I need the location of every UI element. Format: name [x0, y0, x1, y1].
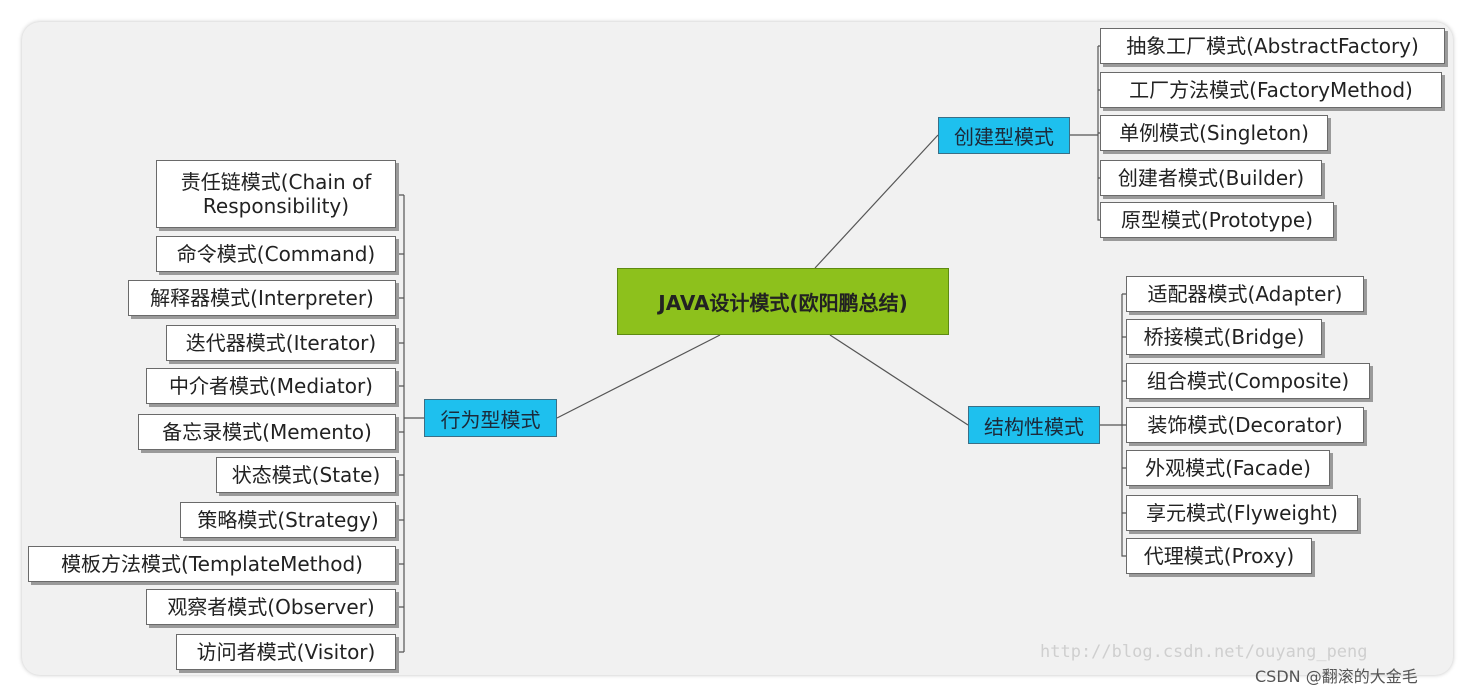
pattern-builder: 创建者模式(Builder) [1100, 160, 1322, 196]
pattern-composite: 组合模式(Composite) [1126, 363, 1370, 399]
pattern-mediator: 中介者模式(Mediator) [146, 368, 396, 404]
pattern-template-method: 模板方法模式(TemplateMethod) [28, 546, 396, 582]
pattern-visitor: 访问者模式(Visitor) [176, 634, 396, 670]
category-structural: 结构性模式 [968, 406, 1100, 444]
root-node: JAVA设计模式(欧阳鹏总结) [617, 268, 949, 335]
pattern-abstract-factory: 抽象工厂模式(AbstractFactory) [1100, 28, 1445, 64]
pattern-proxy: 代理模式(Proxy) [1126, 538, 1312, 574]
pattern-chain-of-responsibility: 责任链模式(Chain of Responsibility) [156, 160, 396, 228]
pattern-iterator: 迭代器模式(Iterator) [166, 325, 396, 361]
pattern-adapter: 适配器模式(Adapter) [1126, 276, 1364, 312]
pattern-state: 状态模式(State) [216, 457, 396, 493]
pattern-observer: 观察者模式(Observer) [146, 589, 396, 625]
pattern-bridge: 桥接模式(Bridge) [1126, 319, 1322, 355]
watermark-url: http://blog.csdn.net/ouyang_peng [1040, 642, 1368, 662]
pattern-factory-method: 工厂方法模式(FactoryMethod) [1100, 72, 1442, 108]
category-behavioral: 行为型模式 [424, 399, 557, 437]
pattern-strategy: 策略模式(Strategy) [180, 502, 396, 538]
watermark-credit: CSDN @翻滚的大金毛 [1255, 667, 1418, 686]
pattern-prototype: 原型模式(Prototype) [1100, 202, 1334, 238]
pattern-singleton: 单例模式(Singleton) [1100, 115, 1328, 151]
pattern-memento: 备忘录模式(Memento) [138, 414, 396, 450]
pattern-flyweight: 享元模式(Flyweight) [1126, 495, 1358, 531]
pattern-interpreter: 解释器模式(Interpreter) [128, 280, 396, 316]
category-creational: 创建型模式 [938, 117, 1070, 154]
pattern-command: 命令模式(Command) [156, 236, 396, 272]
pattern-decorator: 装饰模式(Decorator) [1126, 407, 1364, 443]
pattern-facade: 外观模式(Facade) [1126, 450, 1330, 486]
